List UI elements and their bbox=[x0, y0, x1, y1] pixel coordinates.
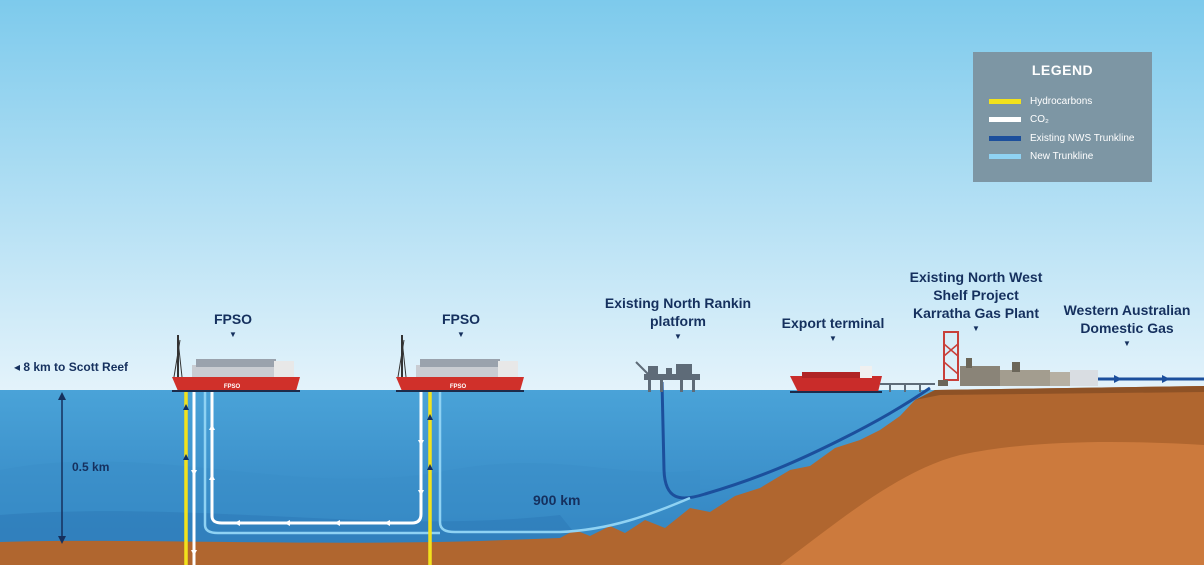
caret-down-icon: ▼ bbox=[457, 330, 465, 339]
jetty bbox=[880, 383, 935, 392]
legend-title: LEGEND bbox=[1031, 62, 1094, 78]
legend: LEGEND Hydrocarbons CO₂ Existing NWS Tru… bbox=[973, 52, 1152, 182]
hydrocarbons-swatch bbox=[989, 98, 1021, 104]
depth-indicator bbox=[58, 392, 66, 544]
existing-nws-trunkline bbox=[660, 381, 931, 500]
legend-item: Existing NWS Trunkline bbox=[973, 129, 1152, 148]
legend-item: Hydrocarbons bbox=[973, 92, 1152, 111]
gas-plant-icon bbox=[938, 331, 1098, 386]
domestic-gas-line bbox=[1098, 375, 1204, 383]
fpso-vessel-icon bbox=[172, 335, 300, 392]
caret-down-icon: ▼ bbox=[1123, 339, 1131, 348]
caret-down-icon: ▼ bbox=[972, 324, 980, 333]
legend-item-label: Hydrocarbons bbox=[1030, 95, 1093, 107]
depth-label: 0.5 km bbox=[72, 460, 110, 474]
legend-item-label: Existing NWS Trunkline bbox=[1030, 132, 1135, 144]
caret-down-icon: ▼ bbox=[674, 332, 682, 341]
export-terminal-text: Export terminal bbox=[781, 315, 885, 331]
domestic-gas-text: Western Australian Domestic Gas bbox=[1063, 302, 1191, 336]
fpso-2-hull-text: FPSO bbox=[450, 384, 467, 390]
new-trunkline bbox=[438, 392, 691, 534]
new-trunkline-swatch bbox=[989, 154, 1021, 160]
co2-swatch bbox=[989, 117, 1021, 123]
fpso-1-hull-text: FPSO bbox=[224, 384, 241, 390]
distance-label: 900 km bbox=[533, 492, 581, 508]
domestic-gas-label: Western Australian Domestic Gas ▼ bbox=[1058, 301, 1196, 349]
north-rankin-label: Existing North Rankin platform ▼ bbox=[598, 294, 758, 342]
fpso-2-text: FPSO bbox=[441, 311, 481, 327]
legend-item-label: CO₂ bbox=[1030, 114, 1049, 126]
karratha-text: Existing North West Shelf Project Karrat… bbox=[909, 269, 1043, 321]
legend-item-label: New Trunkline bbox=[1030, 151, 1094, 163]
hydrocarbon-arrows bbox=[183, 404, 433, 470]
land-highlight bbox=[780, 442, 1204, 565]
legend-item: CO₂ bbox=[973, 111, 1152, 130]
co2-line bbox=[210, 392, 423, 525]
north-rankin-text: Existing North Rankin platform bbox=[604, 295, 752, 329]
fpso-vessel-icon bbox=[396, 335, 524, 392]
scott-reef-label: ◂ 8 km to Scott Reef bbox=[14, 360, 129, 374]
fpso-1-label: FPSO ▼ bbox=[205, 310, 261, 340]
coast-edge bbox=[915, 386, 1204, 400]
caret-down-icon: ▼ bbox=[829, 334, 837, 343]
platform-icon bbox=[635, 361, 700, 392]
flow-arrows bbox=[191, 424, 424, 556]
fpso-1-text: FPSO bbox=[213, 311, 253, 327]
tanker-icon bbox=[790, 366, 882, 393]
fpso-2-label: FPSO ▼ bbox=[433, 310, 489, 340]
export-terminal-label: Export terminal ▼ bbox=[773, 314, 893, 344]
caret-down-icon: ▼ bbox=[229, 330, 237, 339]
flare-tower-icon bbox=[943, 331, 959, 381]
karratha-label: Existing North West Shelf Project Karrat… bbox=[905, 268, 1047, 334]
co2-loop bbox=[203, 392, 440, 535]
legend-item: New Trunkline bbox=[973, 148, 1152, 167]
existing-trunkline-swatch bbox=[989, 135, 1021, 141]
